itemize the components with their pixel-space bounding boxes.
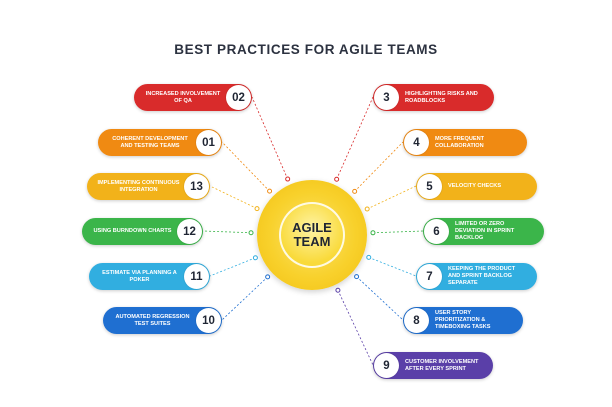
connector-line	[209, 185, 258, 209]
connector-line	[221, 141, 270, 192]
hub-label-line1: AGILE	[292, 220, 332, 235]
connector-line	[354, 141, 404, 192]
practice-item: 9 CUSTOMER INVOLVEMENT AFTER EVERY SPRIN…	[373, 352, 493, 379]
practice-label: VELOCITY CHECKS	[448, 183, 502, 189]
practice-label: LIMITED OR ZERO DEVIATION IN SPRINT BACK…	[455, 221, 515, 241]
agile-team-hub: AGILE TEAM	[257, 180, 367, 290]
practice-item: INCREASED INVOLVEMENT OF QA 02	[134, 84, 252, 111]
practice-number: 4	[404, 130, 429, 155]
connector-dot	[252, 255, 258, 261]
connector-dot	[354, 274, 360, 280]
practice-label: ESTIMATE VIA PLANNING A POKER	[102, 269, 177, 283]
practice-number: 12	[177, 219, 202, 244]
practice-number: 11	[184, 264, 209, 289]
practice-item: 7 KEEPING THE PRODUCT AND SPRINT BACKLOG…	[416, 263, 537, 290]
connector-dot	[334, 176, 340, 182]
practice-label: CUSTOMER INVOLVEMENT AFTER EVERY SPRINT	[405, 358, 479, 372]
practice-item: COHERENT DEVELOPMENT AND TESTING TEAMS 0…	[98, 129, 222, 156]
connector-dot	[285, 176, 291, 182]
connector-line	[202, 230, 252, 234]
practice-item: 8 USER STORY PRIORITIZATION & TIMEBOXING…	[403, 307, 523, 334]
practice-label: USING BURNDOWN CHARTS	[93, 228, 172, 234]
practice-item: USING BURNDOWN CHARTS 12	[82, 218, 203, 245]
connector-dot	[352, 188, 358, 194]
practice-item: IMPLEMENTING CONTINUOUS INTEGRATION 13	[87, 173, 210, 200]
connector-line	[337, 290, 374, 366]
practice-label: IMPLEMENTING CONTINUOUS INTEGRATION	[97, 179, 180, 193]
practice-label: KEEPING THE PRODUCT AND SPRINT BACKLOG S…	[448, 266, 516, 286]
connector-dot	[248, 230, 254, 236]
practice-number: 7	[417, 264, 442, 289]
hub-label-line2: TEAM	[293, 234, 331, 249]
practice-number: 9	[374, 353, 399, 378]
connector-line	[251, 96, 289, 180]
practice-number: 10	[196, 308, 221, 333]
connector-dot	[267, 188, 273, 194]
practice-item: 5 VELOCITY CHECKS	[416, 173, 537, 200]
connector-line	[356, 276, 404, 321]
diagram-title: BEST PRACTICES FOR AGILE TEAMS	[174, 42, 438, 57]
connector-line	[367, 185, 417, 210]
practice-number: 5	[417, 174, 442, 199]
connector-dot	[370, 230, 376, 236]
connector-line	[209, 257, 256, 277]
practice-label: MORE FREQUENT COLLABORATION	[435, 135, 485, 149]
practice-label: HIGHLIGHTING RISKS AND ROADBLOCKS	[405, 90, 478, 104]
connector-line	[372, 230, 424, 234]
hub-center: AGILE TEAM	[279, 202, 345, 268]
connector-dot	[335, 287, 341, 293]
connector-dot	[254, 206, 260, 212]
connector-dot	[366, 254, 372, 260]
connector-dot	[364, 206, 370, 212]
practice-number: 6	[424, 219, 449, 244]
connector-line	[336, 96, 374, 180]
practice-number: 8	[404, 308, 429, 333]
practice-item: 3 HIGHLIGHTING RISKS AND ROADBLOCKS	[373, 84, 494, 111]
practice-item: AUTOMATED REGRESSION TEST SUITES 10	[103, 307, 222, 334]
practice-label: USER STORY PRIORITIZATION & TIMEBOXING T…	[435, 310, 491, 330]
practice-number: 3	[374, 85, 399, 110]
practice-item: ESTIMATE VIA PLANNING A POKER 11	[89, 263, 210, 290]
connector-line	[221, 276, 268, 321]
practice-number: 02	[226, 85, 251, 110]
practice-item: 4 MORE FREQUENT COLLABORATION	[403, 129, 527, 156]
practice-label: AUTOMATED REGRESSION TEST SUITES	[115, 313, 190, 327]
connector-dot	[265, 274, 271, 280]
practice-label: INCREASED INVOLVEMENT OF QA	[145, 90, 221, 104]
practice-number: 01	[196, 130, 221, 155]
practice-label: COHERENT DEVELOPMENT AND TESTING TEAMS	[112, 135, 188, 149]
practice-number: 13	[184, 174, 209, 199]
practice-item: 6 LIMITED OR ZERO DEVIATION IN SPRINT BA…	[423, 218, 544, 245]
connector-line	[368, 257, 417, 277]
